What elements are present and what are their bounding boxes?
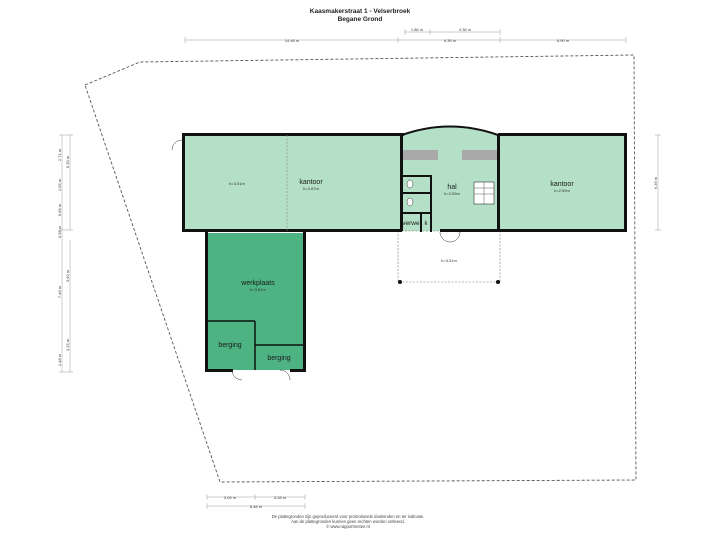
top-dimensions: 1.86 m 4.38 m 14.46 m 6.39 m 6.90 m — [184, 27, 627, 43]
kantoor-left-height: h=2.67m — [303, 186, 319, 191]
dim-left-e: 0.98 m — [57, 225, 62, 238]
footer-line-2: Aan de plattegronden kunnen geen rechten… — [291, 519, 405, 524]
hal-label: hal — [447, 184, 457, 191]
dim-bottom-b: 3.28 m — [274, 495, 287, 500]
dim-bottom-a: 3.09 m — [224, 495, 237, 500]
dim-left-d: 6.39 m — [65, 155, 70, 168]
dim-bottom-total: 6.48 m — [250, 504, 263, 509]
left-dimensions: 2.71 m 1.65 m 6.39 m 6.86 m 0.98 m 7.48 … — [57, 134, 73, 373]
dim-top-sub-a: 1.86 m — [411, 27, 424, 32]
dim-top-right: 6.90 m — [557, 38, 570, 43]
toilet-icon — [406, 179, 414, 207]
dim-left-h: 1.48 m — [57, 353, 62, 366]
hal-height: h=2.59m — [444, 191, 460, 196]
berging-left-label: berging — [218, 342, 241, 349]
kantoor-left-label: kantoor — [299, 179, 323, 186]
dim-left-i: 3.25 m — [65, 338, 70, 351]
dim-left-g: 3.60 m — [65, 269, 70, 282]
werkplaats-building — [207, 233, 305, 370]
kantoor-right-label: kantoor — [550, 181, 574, 188]
staircase-icon — [473, 181, 495, 205]
dim-left-f: 7.48 m — [57, 285, 62, 298]
dim-right-a: 6.39 m — [653, 176, 658, 189]
berging-right-label: berging — [267, 355, 290, 362]
plot-boundary — [84, 54, 637, 483]
dim-top-middle-total: 6.39 m — [444, 38, 457, 43]
footer-line-3: © www.rapportmeten.nl — [326, 524, 370, 529]
door-icon — [171, 139, 461, 381]
plan-subtitle: Begane Grond — [338, 16, 383, 23]
porch-height: h=3.31m — [441, 258, 457, 263]
werkplaats-height: h=3.51m — [250, 287, 266, 292]
right-dimensions: 6.39 m — [653, 134, 661, 231]
kantoor-right-height: h=2.59m — [554, 188, 570, 193]
bottom-dimensions: 3.09 m 3.28 m 6.48 m — [206, 494, 306, 509]
plan-title: Kaasmakerstraat 1 - Velserbroek — [310, 8, 411, 15]
dim-left-b: 1.65 m — [57, 178, 62, 191]
verwer-label: verwer — [402, 220, 422, 227]
wc-label: k — [425, 221, 429, 227]
dim-top-sub-b: 4.38 m — [459, 27, 472, 32]
dim-left-c: 6.86 m — [57, 203, 62, 216]
left-hall-height: h=3.51m — [229, 181, 245, 186]
walls — [182, 125, 627, 372]
werkplaats-label: werkplaats — [240, 280, 275, 287]
dim-left-a: 2.71 m — [57, 148, 62, 161]
dim-top-total-left: 14.46 m — [285, 38, 300, 43]
footer-line-1: De plattegronden zijn geproduceerd voor … — [272, 514, 424, 519]
